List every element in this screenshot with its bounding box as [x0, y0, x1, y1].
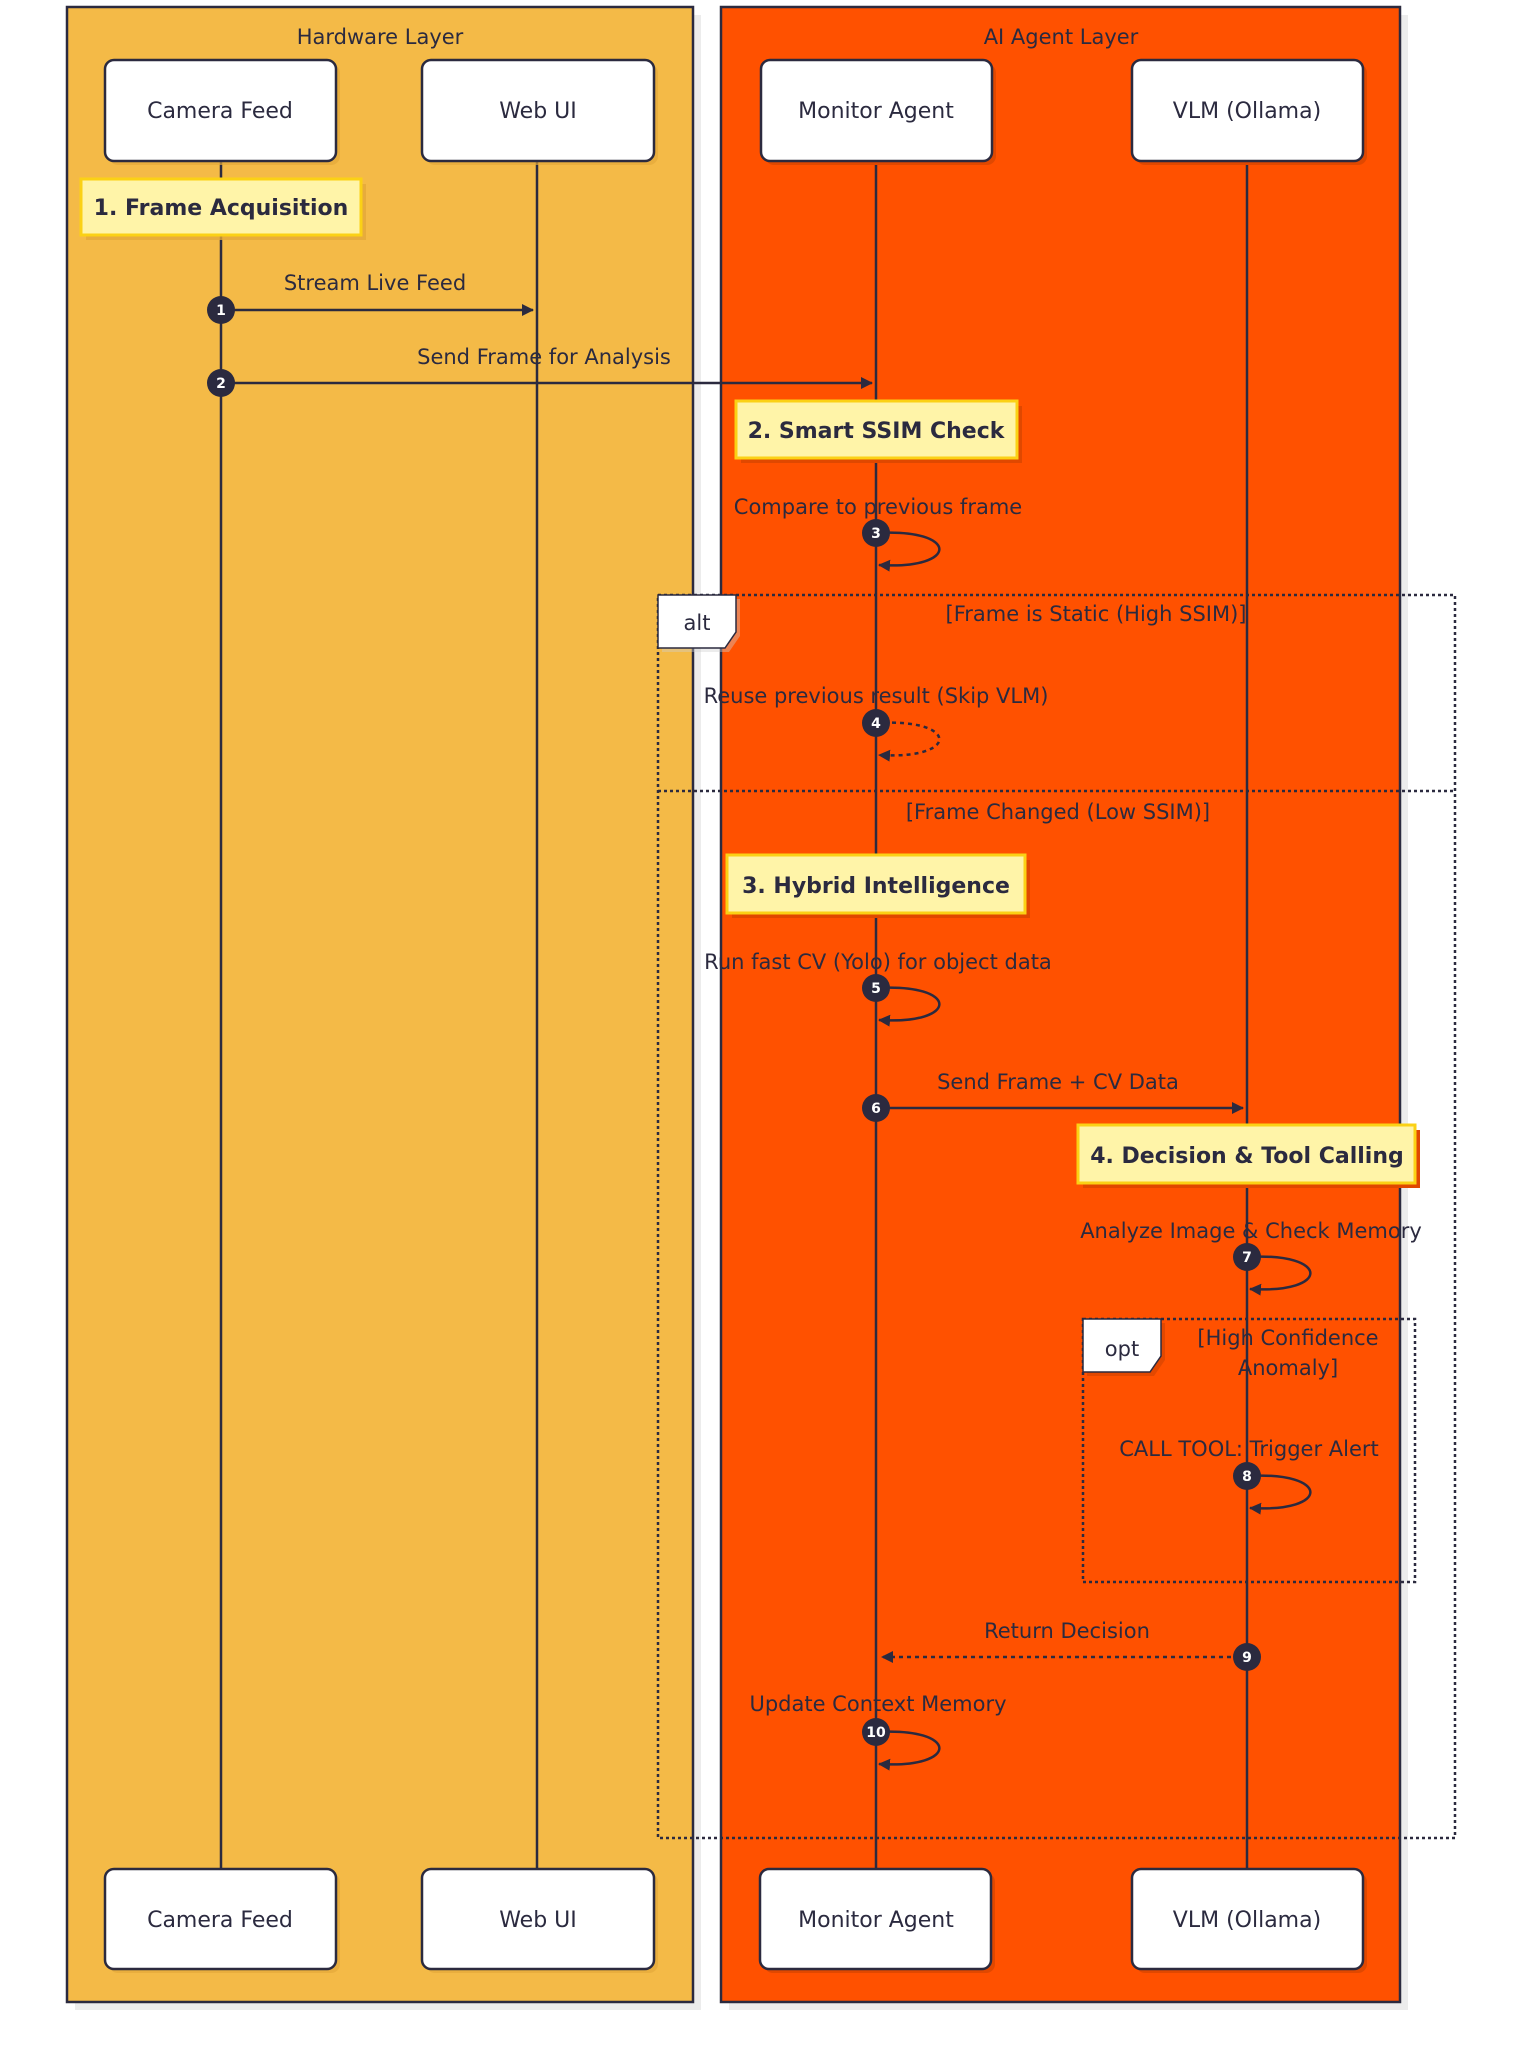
sequence-number: [862, 974, 890, 1002]
message-label: Analyze Image & Check Memory: [1080, 1219, 1422, 1243]
note-label: 4. Decision & Tool Calling: [1090, 1144, 1404, 1169]
note-smart-ssim-check: 2. Smart SSIM Check: [734, 399, 1022, 463]
sequence-number-text: 6: [871, 1101, 881, 1117]
sequence-number: [862, 709, 890, 737]
actor-camera-bottom[interactable]: Camera Feed: [103, 1867, 340, 1973]
message-label: Send Frame + CV Data: [937, 1070, 1179, 1094]
actor-monitor-top[interactable]: Monitor Agent: [759, 58, 996, 165]
message-label: CALL TOOL: Trigger Alert: [1119, 1437, 1379, 1461]
actor-label: Camera Feed: [147, 1908, 293, 1933]
actor-monitor-bottom[interactable]: Monitor Agent: [758, 1867, 995, 1973]
sequence-number-text: 5: [871, 981, 881, 997]
note-label: 1. Frame Acquisition: [94, 196, 349, 221]
message-2: Send Frame for Analysis 2: [207, 345, 873, 397]
opt-guard-line1: [High Confidence: [1197, 1326, 1378, 1350]
actor-vlm-bottom[interactable]: VLM (Ollama): [1130, 1867, 1367, 1973]
alt-label: alt: [684, 611, 711, 635]
sequence-number: [1233, 1462, 1261, 1490]
sequence-number: [1233, 1643, 1261, 1671]
sequence-number: [862, 1718, 890, 1746]
message-4: Reuse previous result (Skip VLM) 4: [704, 684, 1049, 762]
sequence-number-text: 4: [871, 716, 881, 732]
actor-vlm-top[interactable]: VLM (Ollama): [1130, 58, 1367, 165]
message-6: Send Frame + CV Data 6: [862, 1070, 1244, 1122]
sequence-number-text: 8: [1242, 1469, 1252, 1485]
opt-label: opt: [1105, 1337, 1139, 1361]
actor-webui-bottom[interactable]: Web UI: [420, 1867, 658, 1973]
message-1: Stream Live Feed 1: [207, 271, 534, 324]
message-3: Compare to previous frame 3: [734, 495, 1022, 572]
actor-webui-top[interactable]: Web UI: [420, 58, 658, 165]
actor-label: Monitor Agent: [798, 1908, 954, 1933]
alt-label-box: [657, 594, 737, 649]
layer-hardware: Hardware Layer: [65, 5, 701, 2010]
opt-label-box: [1082, 1318, 1162, 1373]
sequence-number: [862, 1094, 890, 1122]
sequence-number-text: 1: [216, 303, 226, 319]
layer-label-ai: AI Agent Layer: [984, 25, 1139, 49]
actor-label: Web UI: [499, 99, 577, 124]
sequence-number-text: 3: [871, 526, 881, 542]
layer-ai: AI Agent Layer: [719, 5, 1408, 2010]
alt-guard-changed: [Frame Changed (Low SSIM)]: [906, 800, 1210, 824]
message-label: Compare to previous frame: [734, 495, 1022, 519]
note-label: 2. Smart SSIM Check: [748, 419, 1006, 444]
message-10: Update Context Memory 10: [749, 1692, 1007, 1771]
opt-fragment: opt [High Confidence Anomaly]: [1081, 1317, 1417, 1584]
note-frame-acquisition: 1. Frame Acquisition: [79, 177, 366, 240]
layer-label-hardware: Hardware Layer: [297, 25, 464, 49]
message-9: Return Decision 9: [881, 1619, 1261, 1671]
sequence-number-text: 2: [216, 376, 226, 392]
actor-label: Camera Feed: [147, 99, 293, 124]
alt-guard-static: [Frame is Static (High SSIM)]: [946, 602, 1247, 626]
sequence-number: [207, 369, 235, 397]
message-label: Reuse previous result (Skip VLM): [704, 684, 1049, 708]
note-label: 3. Hybrid Intelligence: [742, 874, 1010, 899]
note-decision-tool-calling: 4. Decision & Tool Calling: [1076, 1123, 1420, 1188]
actor-label: Web UI: [499, 1908, 577, 1933]
message-8: CALL TOOL: Trigger Alert 8: [1119, 1437, 1379, 1515]
message-label: Return Decision: [984, 1619, 1150, 1643]
sequence-number-text: 9: [1242, 1650, 1252, 1666]
message-label: Stream Live Feed: [284, 271, 466, 295]
message-label: Run fast CV (Yolo) for object data: [704, 950, 1052, 974]
sequence-number: [1233, 1243, 1261, 1271]
sequence-number: [862, 519, 890, 547]
opt-guard-line2: Anomaly]: [1238, 1356, 1338, 1380]
actor-label: VLM (Ollama): [1173, 1908, 1321, 1933]
actor-camera-top[interactable]: Camera Feed: [103, 58, 340, 165]
message-label: Update Context Memory: [749, 1692, 1006, 1716]
note-hybrid-intelligence: 3. Hybrid Intelligence: [725, 853, 1030, 918]
alt-fragment: alt [Frame is Static (High SSIM)] [Frame…: [656, 593, 1457, 1840]
sequence-number-text: 7: [1242, 1250, 1252, 1266]
sequence-number-text: 10: [866, 1725, 886, 1741]
sequence-number: [207, 296, 235, 324]
message-label: Send Frame for Analysis: [417, 345, 671, 369]
actor-label: Monitor Agent: [798, 99, 954, 124]
message-5: Run fast CV (Yolo) for object data 5: [704, 950, 1052, 1027]
actor-label: VLM (Ollama): [1173, 99, 1321, 124]
message-7: Analyze Image & Check Memory 7: [1080, 1219, 1422, 1296]
